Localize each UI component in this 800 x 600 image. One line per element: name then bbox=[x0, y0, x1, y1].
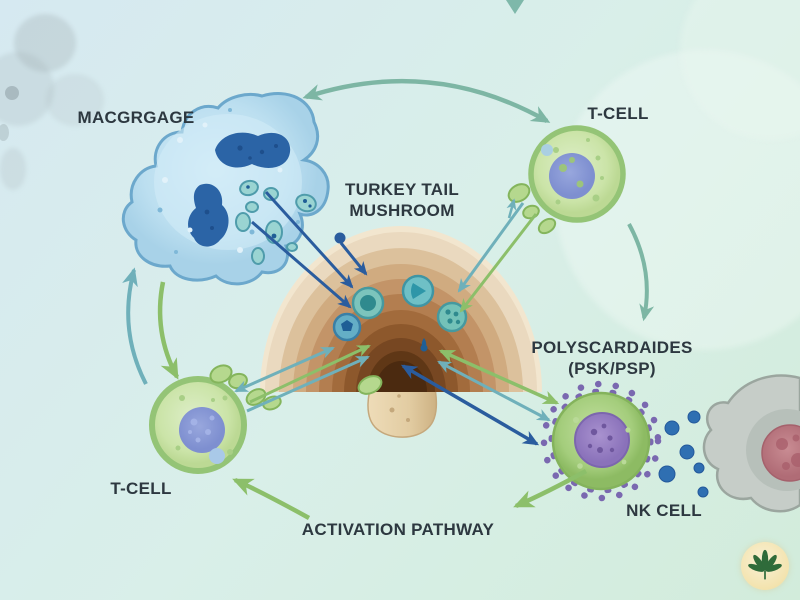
polysaccharides-label-line2: (PSK/PSP) bbox=[568, 359, 656, 378]
turkey-tail-label-line2: MUSHROOM bbox=[349, 201, 455, 220]
cytotoxic-granules bbox=[658, 410, 709, 498]
leaf-icon bbox=[748, 549, 782, 580]
turkey-tail-label-line1: TURKEY TAIL bbox=[344, 180, 460, 199]
arrow-tcell-to-mushroom-teal bbox=[457, 202, 525, 293]
macrophage-cell bbox=[121, 92, 330, 286]
interaction-arrows bbox=[234, 190, 560, 446]
arrow-particle-to-mushroom bbox=[339, 242, 368, 276]
arrow-tcell-to-polysaccharides bbox=[627, 223, 655, 322]
nk-cell-label: NK CELL bbox=[626, 501, 702, 520]
arrow-mushroom-nkcell-teal bbox=[437, 360, 551, 422]
arrow-tcell-mushroom-left-3 bbox=[249, 344, 371, 404]
antigen-fragment bbox=[541, 144, 553, 156]
arrow-tcell-to-macrophage bbox=[122, 267, 148, 385]
arrow-macrophage-to-tcell-left bbox=[157, 281, 179, 380]
turkey-tail-label: TURKEY TAIL MUSHROOM bbox=[345, 179, 459, 221]
nk-cell bbox=[540, 380, 662, 502]
activation-pathway-label: ACTIVATION PATHWAY bbox=[301, 520, 495, 539]
cycle-arrows bbox=[122, 78, 655, 520]
macrophage-label: MACGRGAGE bbox=[77, 108, 195, 127]
arrow-macrophage-to-tcell bbox=[302, 78, 551, 123]
t-cell-top-label: T-CELL bbox=[587, 104, 649, 123]
logo-badge bbox=[741, 542, 789, 590]
turkey-tail-mushroom bbox=[260, 226, 542, 438]
mushroom-cap bbox=[260, 226, 542, 392]
arrow-pathway-to-tcell bbox=[232, 477, 311, 520]
arrow-tcell-mushroom-left-2 bbox=[246, 355, 370, 413]
t-cell-bottom-label: T-CELL bbox=[110, 479, 172, 498]
arrow-oval-to-tcell bbox=[506, 198, 517, 219]
cancer-cell bbox=[702, 374, 800, 513]
arrow-tcell-to-mushroom-green bbox=[459, 213, 538, 313]
arrow-nkcell-to-pathway bbox=[513, 469, 588, 509]
arrow-vesicle-to-mushroom-2 bbox=[251, 220, 352, 309]
polysaccharides-label-line1: POLYSCARDAIDES bbox=[531, 338, 693, 357]
psk-particle bbox=[334, 232, 346, 244]
decor-leaf-tip bbox=[506, 0, 524, 14]
antigen-fragment bbox=[209, 448, 225, 464]
arrow-vesicle-to-mushroom-1 bbox=[264, 190, 354, 289]
t-cell-bottom bbox=[149, 376, 247, 474]
cap-immune-particles bbox=[332, 274, 468, 352]
arrow-tcell-mushroom-left-1 bbox=[234, 346, 335, 393]
polysaccharides-label: POLYSCARDAIDES (PSK/PSP) bbox=[531, 337, 692, 379]
t-cell-top bbox=[528, 125, 626, 223]
